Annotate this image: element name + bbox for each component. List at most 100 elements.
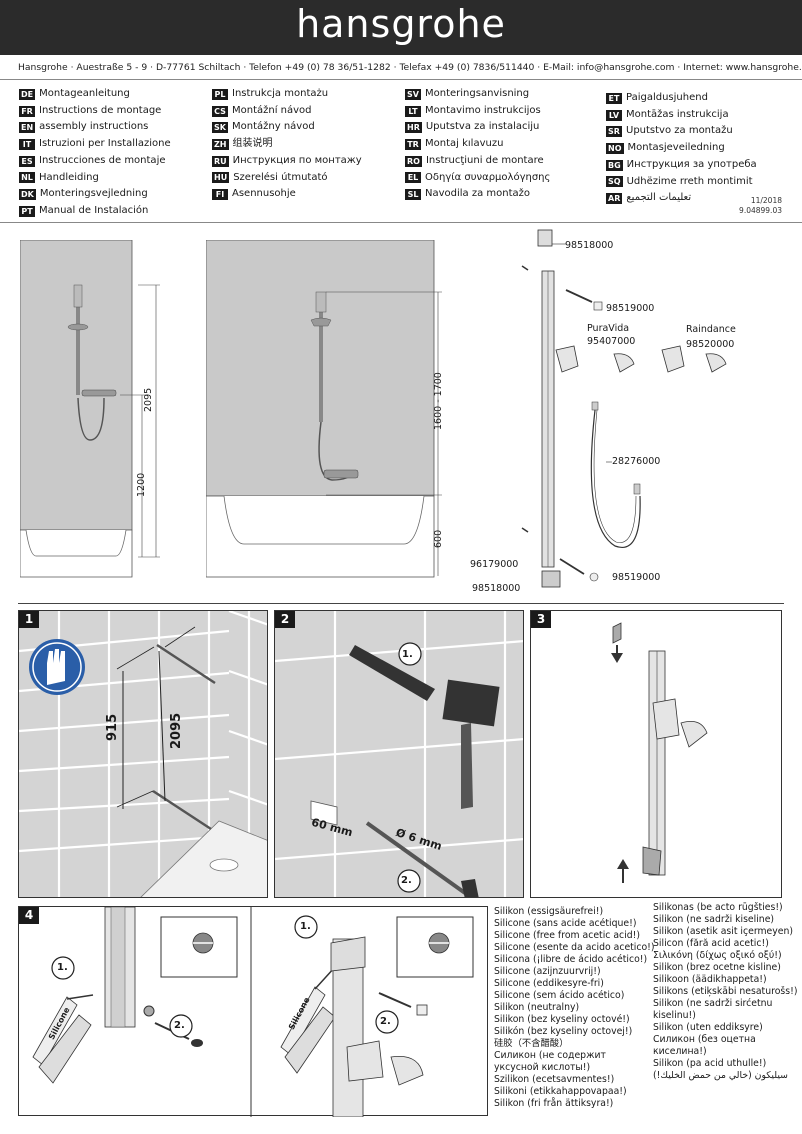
language-title: Montavimo instrukcijos bbox=[425, 104, 541, 116]
language-code-badge: DE bbox=[19, 88, 36, 100]
divider bbox=[0, 222, 802, 223]
language-code-badge: PL bbox=[212, 88, 228, 100]
language-title: Uputstva za instalaciju bbox=[425, 121, 540, 133]
language-code-badge: PT bbox=[19, 205, 35, 217]
silicone-note-line: Silikon (ne sadrži kiseline) bbox=[653, 914, 775, 925]
silicone-note-line: Silikón (bez kyseliny octovej!) bbox=[494, 1026, 633, 1037]
language-code-badge: SL bbox=[405, 189, 421, 201]
step-3-illustration bbox=[611, 622, 708, 883]
step-number: 4 bbox=[19, 907, 39, 924]
language-code-badge: ES bbox=[19, 155, 35, 167]
language-code-badge: SV bbox=[405, 88, 421, 100]
dimension-1600-1700: 1600 - 1700 bbox=[433, 372, 444, 430]
language-code-badge: HR bbox=[405, 122, 422, 134]
part-98520000: 98520000 bbox=[686, 339, 735, 350]
step-3-panel: 3 bbox=[530, 610, 782, 898]
language-title: Montážní návod bbox=[232, 104, 312, 116]
language-code-badge: IT bbox=[19, 138, 35, 150]
silicone-note-line: уксусной кислоты!) bbox=[494, 1062, 591, 1073]
silicone-note-line: Silikon (uten eddiksyre) bbox=[653, 1022, 763, 1033]
language-code-badge: EL bbox=[405, 172, 421, 184]
language-title: Monteringsanvisning bbox=[425, 88, 530, 99]
silicone-note-line: Silicon (fără acid acetic!) bbox=[653, 938, 769, 949]
language-title: 组装说明 bbox=[232, 138, 273, 150]
language-code-badge: LV bbox=[606, 109, 622, 121]
silicone-note-line: Silikon (brez ocetne kisline) bbox=[653, 962, 781, 973]
language-entry-pt: PT Manual de Instalación bbox=[19, 203, 171, 220]
silicone-list-2: Silikonas (be acto rūgšties!)Silikon (ne… bbox=[653, 902, 797, 1082]
language-code-badge: NO bbox=[606, 142, 624, 154]
doc-number: 9.04899.03 bbox=[739, 206, 782, 215]
overview-figure-2 bbox=[206, 240, 442, 578]
parts-figure bbox=[521, 229, 727, 588]
silicone-note-line: 硅胶（不含醋酸） bbox=[494, 1038, 569, 1049]
language-code-badge: DK bbox=[19, 189, 36, 201]
language-code-badge: CS bbox=[212, 105, 228, 117]
step-number: 3 bbox=[531, 611, 551, 628]
step-1-dimension-915: 915 bbox=[105, 713, 120, 741]
step-1-dimension-2095: 2095 bbox=[169, 712, 184, 749]
silicone-note-line: Silicone (esente da acido acetico!) bbox=[494, 942, 655, 953]
silicone-note-line: Silikon (pa acid uthulle!) bbox=[653, 1058, 767, 1069]
dimension-600: 600 bbox=[433, 529, 444, 548]
language-title: Manual de Instalación bbox=[39, 204, 149, 216]
dimension-1200: 1200 bbox=[136, 472, 147, 497]
language-code-badge: LT bbox=[405, 105, 421, 117]
step-2-illustration bbox=[275, 611, 523, 897]
language-title: Szerelési útmutató bbox=[233, 171, 328, 183]
silicone-note-line: kiselinu!) bbox=[653, 1010, 696, 1021]
language-code-badge: ZH bbox=[212, 138, 229, 150]
silicone-note-line: سيليكون (خالي من حمض الخليك!) bbox=[653, 1070, 788, 1081]
language-title: Handleiding bbox=[39, 171, 99, 183]
language-title: Montasjeveiledning bbox=[627, 142, 725, 154]
language-title: assembly instructions bbox=[39, 121, 149, 133]
language-code-badge: HU bbox=[212, 172, 230, 184]
step-2-callout-1: 1. bbox=[402, 649, 413, 660]
part-98518000-bottom: 98518000 bbox=[472, 583, 521, 594]
silicone-note-line: Silicone (sem ácido acético) bbox=[494, 990, 625, 1001]
part-28276000: 28276000 bbox=[612, 456, 661, 467]
step-1-panel: 1 915 2095 bbox=[18, 610, 268, 898]
part-puravida-label: PuraVida bbox=[587, 323, 630, 334]
language-title: Montageanleitung bbox=[39, 88, 130, 99]
language-code-badge: ET bbox=[606, 92, 622, 104]
silicone-list-1: Silikon (essigsäurefrei!)Silicone (sans … bbox=[494, 906, 655, 1110]
silicone-note-line: Силикон (без оцетна bbox=[653, 1034, 756, 1045]
step-2-panel: 2 1. 2. 60 mm Ø 6 mm bbox=[274, 610, 524, 898]
step-number: 1 bbox=[19, 611, 39, 628]
language-title: Инструкция за употреба bbox=[626, 158, 757, 170]
silicone-note-line: Силикон (не содержит bbox=[494, 1050, 606, 1061]
silicone-note-line: Silicone (sans acide acétique!) bbox=[494, 918, 637, 929]
language-code-badge: AR bbox=[606, 193, 623, 205]
language-title: تعليمات التجميع bbox=[626, 192, 692, 204]
silicone-note-line: Silikoni (etikkahappovapaa!) bbox=[494, 1086, 627, 1097]
brand-logo: hansgrohe bbox=[296, 2, 506, 46]
language-title: Monteringsvejledning bbox=[39, 188, 148, 200]
language-code-badge: FR bbox=[19, 105, 35, 117]
step-number: 2 bbox=[275, 611, 295, 628]
divider bbox=[18, 603, 784, 604]
silicone-note-line: Silicone (free from acetic acid!) bbox=[494, 930, 640, 941]
language-title: Instrukcja montażu bbox=[232, 88, 329, 99]
language-code-badge: FI bbox=[212, 189, 228, 201]
step-4-callout-1a: 1. bbox=[57, 962, 68, 973]
